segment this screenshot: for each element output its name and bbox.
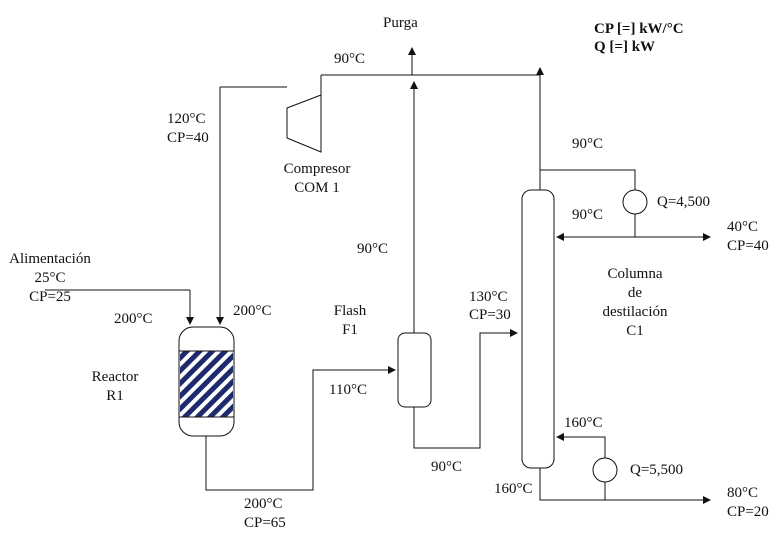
- purge-label: Purga: [383, 15, 418, 31]
- flash-name: Flash: [333, 303, 367, 319]
- column-feed-temp: 130°C: [469, 289, 508, 305]
- q-units-note: Q [=] kW: [594, 39, 656, 55]
- condenser-loop: [540, 169, 636, 190]
- flash-inlet-temp: 110°C: [329, 382, 367, 398]
- reboiler-exchanger: [592, 457, 618, 483]
- flash-vapor-temp: 90°C: [357, 241, 389, 257]
- column-bottom-temp: 160°C: [494, 481, 533, 497]
- compressor-name: Compresor: [283, 161, 351, 177]
- reactor-id: R1: [106, 388, 124, 404]
- reactor-name: Reactor: [91, 369, 139, 385]
- flash-id: F1: [342, 322, 358, 338]
- compressor-inlet-temp: 120°C: [167, 111, 206, 127]
- reactor-outlet-cp: CP=65: [244, 515, 286, 531]
- distillate-cp: CP=40: [727, 238, 769, 254]
- bottoms-cp: CP=20: [727, 504, 769, 520]
- flash-vessel: [397, 332, 432, 408]
- feed-name: Alimentación: [9, 251, 91, 267]
- boilup-temp: 160°C: [564, 415, 603, 431]
- recycle-temp: 200°C: [233, 303, 272, 319]
- column-id: C1: [626, 323, 644, 339]
- bottoms-temp: 80°C: [727, 485, 759, 501]
- compressor-symbol: [286, 94, 322, 153]
- column-name-line3: destilación: [602, 304, 668, 320]
- reactor-outlet-temp: 200°C: [244, 496, 283, 512]
- compressor-inlet-cp: CP=40: [167, 130, 209, 146]
- reactor-outlet-stream: [205, 366, 396, 491]
- feed-mixed-temp: 200°C: [114, 311, 153, 327]
- feed-cp: CP=25: [29, 289, 71, 305]
- boilup-stream: [556, 433, 606, 458]
- column-name-line2: de: [627, 285, 643, 301]
- bottoms-stream: [539, 468, 711, 504]
- purge-temp: 90°C: [334, 51, 366, 67]
- cp-units-note: CP [=] kW/°C: [594, 21, 684, 37]
- distillate-temp: 40°C: [727, 219, 759, 235]
- column-feed-cp: CP=30: [469, 307, 511, 323]
- compressor-id: COM 1: [294, 180, 340, 196]
- condenser-duty: Q=4,500: [657, 194, 711, 210]
- condenser-top-temp: 90°C: [572, 136, 604, 152]
- distillation-column: [521, 189, 555, 469]
- reactor-catalyst-bed: [180, 351, 233, 417]
- reflux-temp: 90°C: [572, 207, 604, 223]
- flash-liquid-temp: 90°C: [431, 459, 463, 475]
- flash-liquid-stream: [413, 329, 518, 449]
- feed-temp: 25°C: [34, 270, 66, 286]
- column-name-line1: Columna: [607, 266, 663, 282]
- reboiler-duty: Q=5,500: [630, 462, 684, 478]
- condenser-exchanger: [622, 189, 648, 215]
